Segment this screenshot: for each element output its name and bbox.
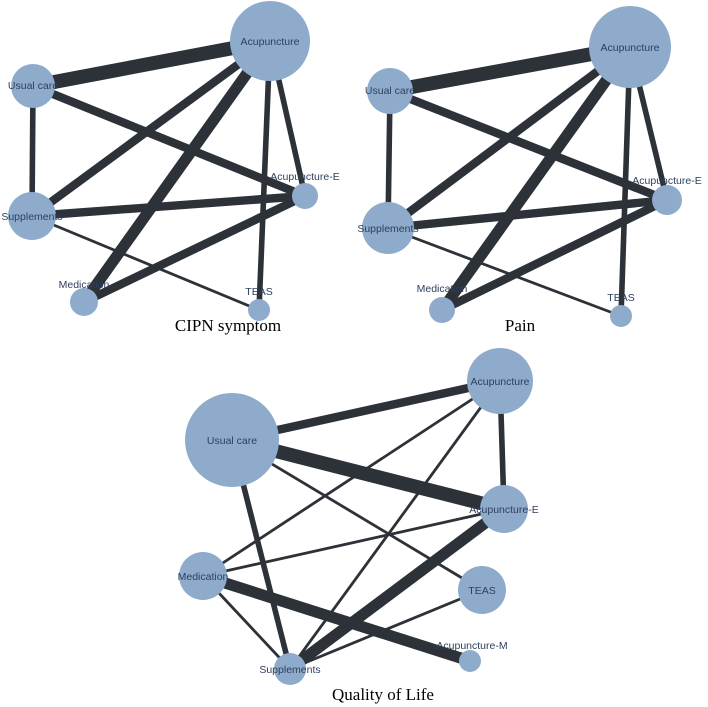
node-label-cipn-med: Medication — [59, 279, 110, 291]
node-pain-sup — [362, 202, 414, 254]
edge-qol-med-acum — [201, 570, 472, 667]
node-cipn-med — [70, 288, 98, 316]
node-label-cipn-teas: TEAS — [245, 286, 272, 298]
nodes-layer — [8, 1, 682, 685]
node-pain-acue — [652, 185, 682, 215]
edge-pain-med-acue — [440, 196, 669, 314]
node-qol-acue — [480, 485, 528, 533]
edge-pain-uc-acue — [388, 87, 669, 204]
node-label-pain-acue: Acupuncture-E — [632, 175, 701, 187]
node-label-qol-sup: Supplements — [259, 664, 320, 676]
node-label-cipn-acue: Acupuncture-E — [270, 171, 339, 183]
node-label-qol-acum: Acupuncture-M — [436, 640, 507, 652]
edge-cipn-sup-acue — [31, 191, 306, 221]
edge-qol-uc-teas — [231, 438, 483, 592]
edge-cipn-uc-acu — [31, 34, 272, 93]
edge-cipn-med-acu — [79, 37, 275, 306]
edge-pain-sup-acue — [387, 195, 668, 233]
node-label-qol-med: Medication — [178, 571, 229, 583]
edge-qol-acu-sup — [288, 380, 502, 670]
node-qol-med — [179, 552, 227, 600]
node-cipn-uc — [11, 64, 55, 108]
edge-cipn-sup-teas — [31, 214, 260, 312]
edge-pain-sup-acu — [385, 43, 633, 232]
panel-caption-cipn: CIPN symptom — [175, 316, 281, 335]
edge-cipn-uc-acue — [31, 82, 307, 200]
node-qol-teas — [458, 566, 506, 614]
panel-caption-qol: Quality of Life — [332, 685, 434, 704]
node-label-pain-teas: TEAS — [607, 292, 634, 304]
node-pain-teas — [610, 305, 632, 327]
node-label-qol-acu: Acupuncture — [471, 376, 530, 388]
node-cipn-acu — [230, 1, 310, 81]
edges-layer — [29, 34, 670, 674]
node-label-pain-uc: Usual care — [365, 85, 415, 97]
node-cipn-sup — [8, 192, 56, 240]
node-label-cipn-uc: Usual care — [8, 80, 58, 92]
edge-pain-acu-teas — [618, 46, 633, 317]
node-label-pain-med: Medication — [417, 283, 468, 295]
node-label-qol-teas: TEAS — [468, 585, 495, 597]
node-cipn-acue — [292, 183, 318, 209]
node-qol-acu — [467, 348, 533, 414]
node-pain-acu — [589, 6, 671, 88]
node-qol-uc — [185, 393, 279, 487]
edge-cipn-acu-teas — [256, 40, 273, 311]
panel-caption-pain: Pain — [505, 316, 536, 335]
edge-qol-acue-med — [202, 507, 505, 578]
edge-pain-med-acu — [437, 43, 635, 314]
node-cipn-teas — [248, 299, 270, 321]
node-label-qol-acue: Acupuncture-E — [469, 504, 538, 516]
edge-pain-sup-teas — [387, 226, 622, 318]
node-qol-sup — [274, 653, 306, 685]
node-qol-acum — [459, 650, 481, 672]
node-label-cipn-sup: Supplements — [1, 211, 62, 223]
node-pain-uc — [367, 68, 413, 114]
edge-qol-acu-med — [202, 379, 501, 578]
edge-qol-acue-sup — [286, 504, 508, 674]
edge-cipn-med-acue — [82, 192, 307, 306]
node-label-cipn-acu: Acupuncture — [241, 36, 300, 48]
node-label-pain-acu: Acupuncture — [601, 42, 660, 54]
edge-qol-teas-sup — [289, 588, 483, 671]
captions-layer: CIPN symptom Pain Quality of Life — [175, 316, 536, 704]
node-pain-med — [429, 297, 455, 323]
edge-cipn-sup-acu — [29, 37, 273, 220]
node-label-pain-sup: Supplements — [357, 223, 418, 235]
node-label-qol-uc: Usual care — [207, 435, 257, 447]
